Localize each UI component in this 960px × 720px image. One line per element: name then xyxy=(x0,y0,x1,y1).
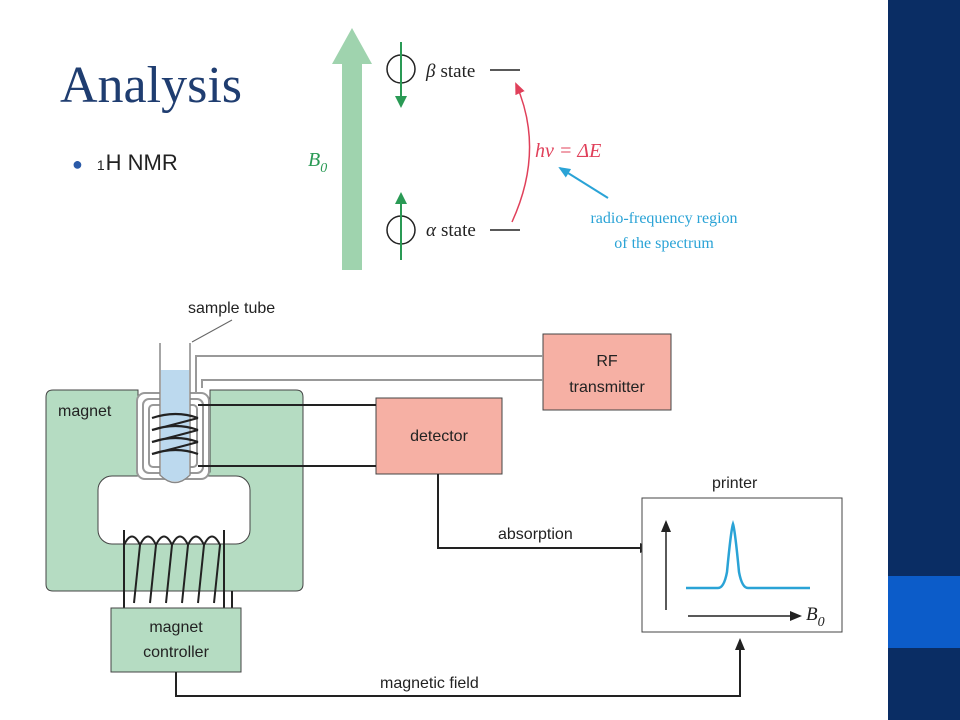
sidebar-decoration-accent xyxy=(888,576,960,648)
printer-label: printer xyxy=(712,475,758,492)
absorption-arrow-icon xyxy=(437,474,652,553)
rf-wire-upper xyxy=(195,355,543,392)
detector-box xyxy=(375,397,503,475)
magnet-gap xyxy=(97,475,251,545)
sample-tube-label: sample tube xyxy=(188,300,275,317)
bullet-dot-icon: ● xyxy=(72,154,83,174)
magnet-controller-label-line1: magnet xyxy=(149,619,203,636)
magnetic-field-arrow-icon xyxy=(332,28,372,270)
printer-axis-label: B0 xyxy=(806,604,825,630)
sidebar-decoration-top xyxy=(888,0,960,576)
field-label: B0 xyxy=(308,149,327,176)
rf-transmitter-label-line2: transmitter xyxy=(569,379,645,396)
transition-label: hv = ΔE xyxy=(535,140,601,162)
magnetic-field-arrow-icon xyxy=(175,638,745,697)
apparatus-diagram: RF transmitter magnet sample tube detect… xyxy=(40,280,848,702)
slide-title: Analysis xyxy=(60,57,242,114)
printer-box xyxy=(641,497,843,633)
bullet-text: H NMR xyxy=(105,150,178,175)
printer-spectrum-peak xyxy=(686,520,810,590)
sidebar-decoration-bottom xyxy=(888,648,960,720)
rf-wire-lower xyxy=(201,379,543,388)
rf-note-pointer-icon xyxy=(558,166,609,199)
bullet-superscript: 1 xyxy=(96,157,105,173)
detector-label: detector xyxy=(410,428,468,445)
magnetic-field-label: magnetic field xyxy=(380,675,479,692)
rf-transmitter-label-line1: RF xyxy=(596,353,618,370)
rf-transmitter-box xyxy=(542,333,672,411)
rf-note-line1: radio-frequency region xyxy=(590,210,737,227)
transition-arrow-icon xyxy=(511,82,531,223)
bullet-item: ● 1 H NMR xyxy=(72,150,178,176)
magnet-controller-label-line2: controller xyxy=(143,644,209,661)
sample-coil-icon xyxy=(151,412,199,456)
absorption-label: absorption xyxy=(498,526,573,543)
magnet-coil-icon xyxy=(123,530,225,608)
magnet-controller-box xyxy=(110,607,242,673)
rf-note-line2: of the spectrum xyxy=(614,235,714,252)
alpha-spin-icon xyxy=(386,192,416,260)
beta-spin-icon xyxy=(386,42,416,108)
sample-tube-pointer xyxy=(191,319,233,343)
magnet-label: magnet xyxy=(58,403,112,420)
